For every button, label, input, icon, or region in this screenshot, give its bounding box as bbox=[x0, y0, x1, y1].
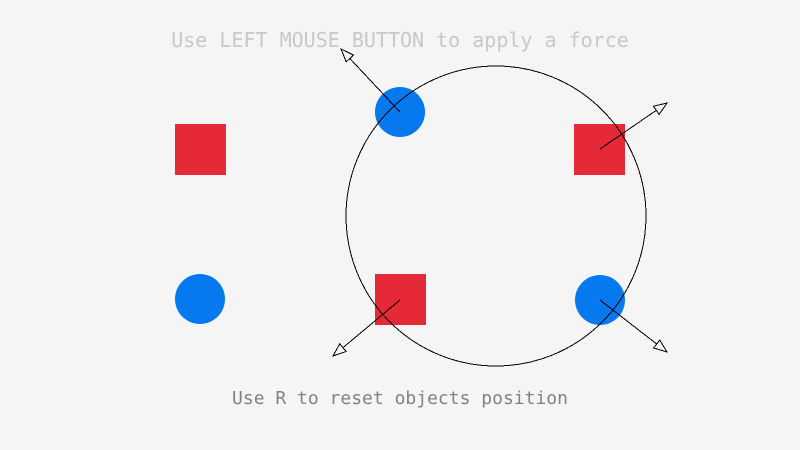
red-box[interactable] bbox=[375, 274, 426, 325]
blue-ball[interactable] bbox=[575, 275, 625, 325]
blue-ball[interactable] bbox=[175, 274, 225, 324]
instruction-apply-force: Use LEFT MOUSE BUTTON to apply a force bbox=[171, 28, 629, 52]
red-box[interactable] bbox=[574, 124, 625, 175]
red-box[interactable] bbox=[175, 124, 226, 175]
blue-ball[interactable] bbox=[375, 87, 425, 137]
instruction-reset: Use R to reset objects position bbox=[232, 388, 568, 409]
